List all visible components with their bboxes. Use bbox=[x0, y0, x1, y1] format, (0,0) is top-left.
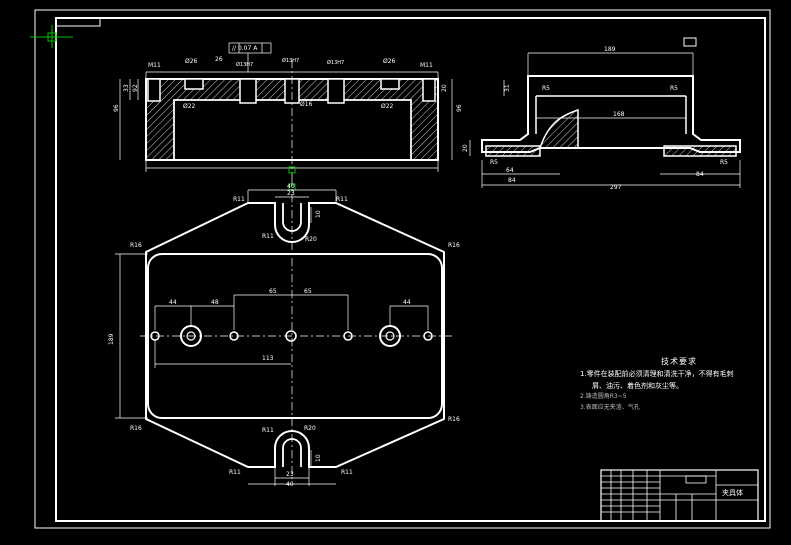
surface-mark-box bbox=[683, 37, 697, 47]
dim-d16: Ø16 bbox=[300, 101, 313, 108]
side-dim-r5-right: R5 bbox=[670, 85, 678, 92]
plan-view-dimensions bbox=[115, 189, 429, 486]
side-dim-r5-bl: R5 bbox=[490, 159, 498, 166]
side-dim-297: 297 bbox=[610, 184, 622, 191]
dim-20-right: 20 bbox=[441, 84, 448, 92]
counterbore-left bbox=[184, 78, 204, 90]
plan-dim-r16-tl: R16 bbox=[130, 242, 142, 249]
dim-96-left: 96 bbox=[113, 104, 120, 112]
tech-requirement-3: 3.表面应无夹渣、气孔 bbox=[580, 404, 640, 411]
side-dim-r5-br: R5 bbox=[720, 159, 728, 166]
plan-view-centerlines bbox=[140, 178, 452, 480]
plan-dim-r11-tr: R11 bbox=[336, 196, 348, 203]
plan-dim-40-bot: 40 bbox=[286, 481, 294, 488]
plan-dim-10-bot: 10 bbox=[315, 454, 322, 462]
plan-dim-r11-br: R11 bbox=[341, 469, 353, 476]
front-view-dimensions bbox=[119, 42, 453, 178]
dim-d26-left: Ø26 bbox=[185, 58, 198, 65]
plan-dim-r16-tr: R16 bbox=[448, 242, 460, 249]
front-view-labels: M11 Ø26 26 // 0.07 A Ø13H7 Ø13H7 Ø13H7 Ø… bbox=[113, 45, 463, 112]
dim-d22-right: Ø22 bbox=[381, 103, 394, 110]
plan-dim-65-right: 65 bbox=[304, 288, 312, 295]
side-hatched-foot-right bbox=[663, 145, 737, 157]
dim-thread-2: Ø13H7 bbox=[282, 57, 299, 64]
side-hatched-foot-left bbox=[485, 145, 541, 157]
grip-marker-top[interactable] bbox=[288, 166, 296, 174]
tech-requirement-2: 2.铸造圆角R3~5 bbox=[580, 393, 627, 400]
title-block bbox=[600, 469, 759, 522]
dim-92: 92 bbox=[132, 84, 139, 92]
plan-dim-113: 113 bbox=[262, 355, 274, 362]
counterbore-right bbox=[380, 78, 400, 90]
plan-dim-48: 48 bbox=[211, 299, 219, 306]
plan-dim-44-left: 44 bbox=[169, 299, 177, 306]
side-dim-84-right: 84 bbox=[696, 171, 704, 178]
plan-dim-23-bot: 23 bbox=[286, 471, 294, 478]
bolt-hole-left bbox=[147, 78, 161, 102]
plan-view-labels: R11 R11 23 40 10 R11 R20 R16 R16 189 44 … bbox=[108, 183, 460, 488]
crosshair-cursor bbox=[30, 25, 73, 48]
plan-dim-189: 189 bbox=[108, 333, 115, 345]
tech-requirements-title: 技术要求 bbox=[661, 357, 697, 366]
plan-dim-r11-tl: R11 bbox=[233, 196, 245, 203]
plan-dim-10-top: 10 bbox=[315, 210, 322, 218]
dim-d22-left: Ø22 bbox=[183, 103, 196, 110]
plan-dim-r16-bl: R16 bbox=[130, 425, 142, 432]
plan-dim-65-left: 65 bbox=[269, 288, 277, 295]
side-dim-168: 168 bbox=[613, 111, 625, 118]
dim-33: 33 bbox=[123, 84, 130, 92]
dim-m11-right: M11 bbox=[420, 62, 433, 69]
side-dim-r5-left: R5 bbox=[542, 85, 550, 92]
side-dim-84-left: 84 bbox=[508, 177, 516, 184]
side-view-dimensions bbox=[469, 52, 741, 188]
plan-outer-outline bbox=[145, 202, 445, 468]
dim-d26-right: Ø26 bbox=[383, 58, 396, 65]
title-block-part-name: 夹具体 bbox=[722, 489, 743, 497]
side-dim-189: 189 bbox=[604, 46, 616, 53]
plan-dim-r11-ml: R11 bbox=[262, 233, 274, 240]
geometric-tolerance-frame bbox=[228, 42, 272, 54]
plan-dim-23-top: 23 bbox=[287, 190, 295, 197]
side-view bbox=[481, 37, 741, 157]
side-dim-31: 31 bbox=[504, 84, 511, 92]
dim-thread-3: Ø13H7 bbox=[327, 59, 344, 66]
plan-dim-r11-bm: R11 bbox=[262, 427, 274, 434]
plan-dim-r20-top: R20 bbox=[305, 236, 317, 243]
tech-requirement-1-cont: 屑、油污、着色剂和灰尘等。 bbox=[592, 382, 683, 390]
pin-hole-1 bbox=[239, 78, 257, 104]
outer-sheet-border bbox=[34, 9, 771, 529]
tech-requirement-1: 1.零件在装配前必须清理和清洗干净，不得有毛刺 bbox=[580, 370, 734, 378]
plan-dim-r11-bl: R11 bbox=[229, 469, 241, 476]
reverse-code-box bbox=[55, 17, 101, 27]
inner-drawing-frame bbox=[55, 17, 766, 522]
side-view-labels: 189 R5 R5 168 R5 R5 64 84 84 297 31 20 bbox=[462, 46, 728, 191]
tolerance-text: // 0.07 A bbox=[232, 45, 258, 52]
dim-96-right: 96 bbox=[456, 104, 463, 112]
dim-26: 26 bbox=[215, 56, 223, 63]
pin-hole-3 bbox=[327, 78, 345, 104]
bolt-hole-right bbox=[422, 78, 436, 102]
plan-dim-r16-br: R16 bbox=[448, 416, 460, 423]
dim-thread-1: Ø13H7 bbox=[236, 61, 253, 68]
plan-dim-44-right: 44 bbox=[403, 299, 411, 306]
side-dim-20: 20 bbox=[462, 144, 469, 152]
plan-dim-40-top: 40 bbox=[287, 183, 295, 190]
side-dim-64: 64 bbox=[506, 167, 514, 174]
dim-m11-left: M11 bbox=[148, 62, 161, 69]
plan-dim-r20-bot: R20 bbox=[304, 425, 316, 432]
